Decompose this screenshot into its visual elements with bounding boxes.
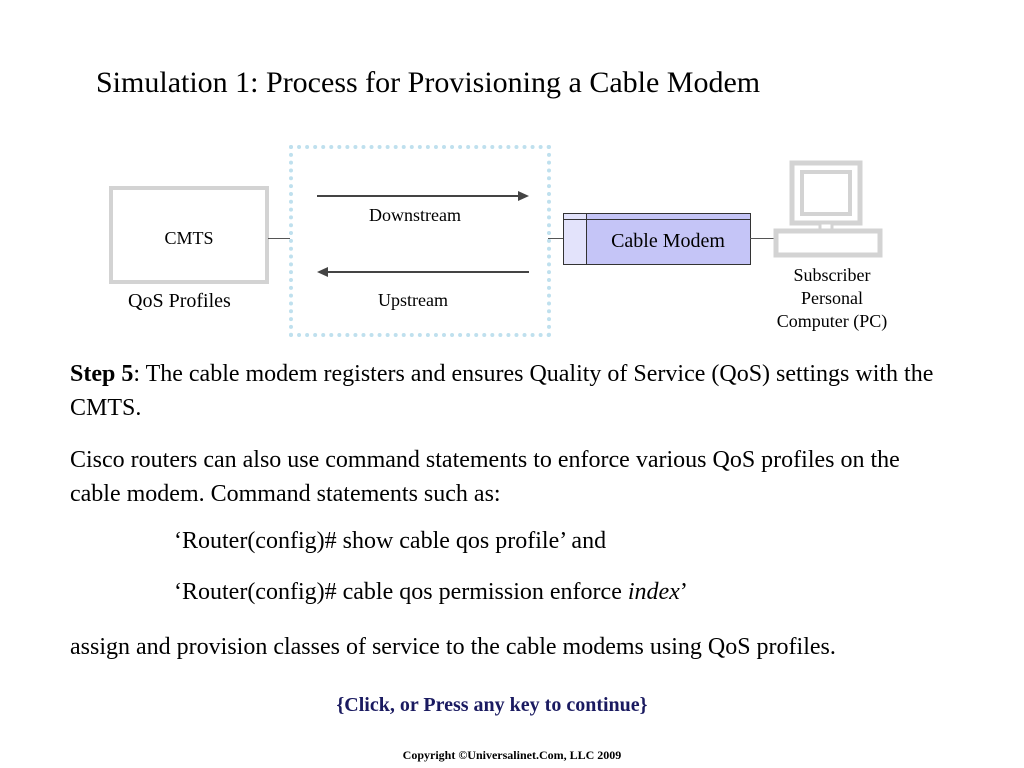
cmts-box: CMTS [109, 186, 269, 284]
upstream-label: Upstream [378, 290, 448, 310]
step-paragraph: Step 5: The cable modem registers and en… [70, 357, 950, 425]
copyright-notice: Copyright ©Universalinet.Com, LLC 2009 [402, 748, 622, 762]
slide-title: Simulation 1: Process for Provisioning a… [96, 66, 761, 99]
cmts-connector-line [268, 238, 290, 239]
command-line-2: ‘Router(config)# cable qos permission en… [174, 579, 688, 605]
computer-icon [773, 160, 883, 258]
command-line-1: ‘Router(config)# show cable qos profile’… [174, 528, 607, 554]
signal-path-box [289, 145, 551, 337]
cisco-paragraph: Cisco routers can also use command state… [70, 447, 900, 507]
modem-connector-line [548, 238, 563, 239]
continue-prompt[interactable]: {Click, or Press any key to continue} [336, 694, 648, 716]
pc-connector-line [750, 238, 774, 239]
step-text: : The cable modem registers and ensures … [70, 361, 934, 421]
pc-label: Subscriber Personal Computer (PC) [776, 265, 888, 331]
cable-modem-label: Cable Modem [611, 230, 725, 252]
assign-paragraph: assign and provision classes of service … [70, 634, 836, 660]
step-label: Step 5 [70, 361, 134, 387]
modem-side-panel [564, 214, 587, 264]
cmts-label: CMTS [164, 228, 214, 248]
downstream-label: Downstream [369, 205, 461, 225]
qos-profiles-label: QoS Profiles [128, 290, 231, 312]
cable-modem-box: Cable Modem [563, 213, 751, 265]
index-term: index [627, 579, 680, 605]
